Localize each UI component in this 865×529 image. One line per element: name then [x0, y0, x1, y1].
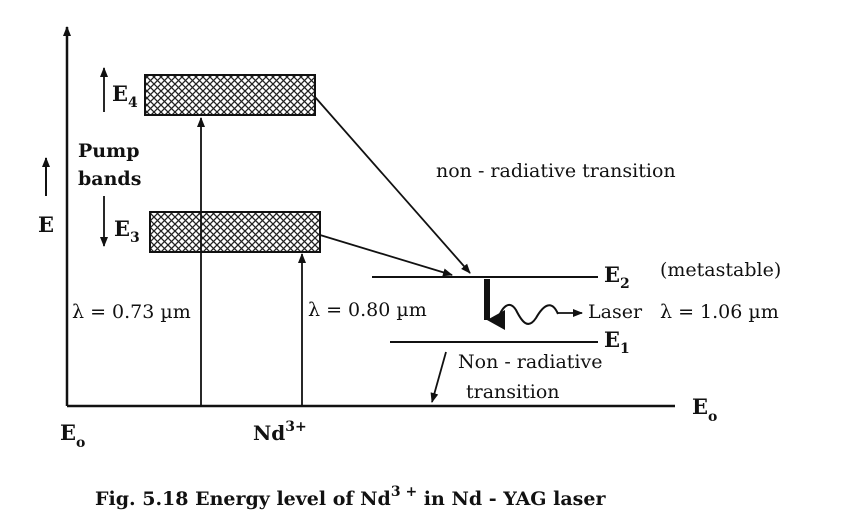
photon-wave-icon: [496, 303, 559, 325]
pump-bands-label-line2: bands: [78, 168, 141, 190]
level-e3-label: E3: [114, 216, 140, 246]
pump-band-e3: [149, 211, 321, 253]
metastable-label: (metastable): [660, 259, 781, 281]
pump-wavelength-right: λ = 0.80 µm: [308, 299, 427, 321]
level-e2-label: E2: [604, 262, 630, 292]
nonradiative-arrow-to-ground: [430, 351, 447, 403]
laser-wavelength: λ = 1.06 µm: [660, 301, 779, 323]
lower-nonradiative-label-line2: transition: [466, 381, 560, 403]
nd-ion-label: Nd3+: [253, 419, 307, 445]
pump-wavelength-left: λ = 0.73 µm: [72, 301, 191, 323]
lower-nonradiative-label-line1: Non - radiative: [458, 351, 602, 373]
level-e0-left-label: Eo: [60, 420, 85, 451]
pump-bands-label-line1: Pump: [78, 140, 140, 162]
level-e0-right-label: Eo: [692, 394, 717, 425]
laser-label: Laser: [588, 301, 643, 323]
level-e4-label: E4: [112, 81, 138, 111]
nonradiative-arrow-from-e4: [314, 96, 471, 274]
figure-caption: Fig. 5.18 Energy level of Nd3 + in Nd - …: [95, 484, 606, 510]
energy-axis-label: E: [38, 212, 54, 237]
level-e1-label: E1: [604, 327, 630, 357]
nonradiative-arrow-from-e3: [319, 234, 453, 277]
upper-nonradiative-label: non - radiative transition: [436, 160, 676, 182]
pump-band-e4: [144, 74, 316, 116]
